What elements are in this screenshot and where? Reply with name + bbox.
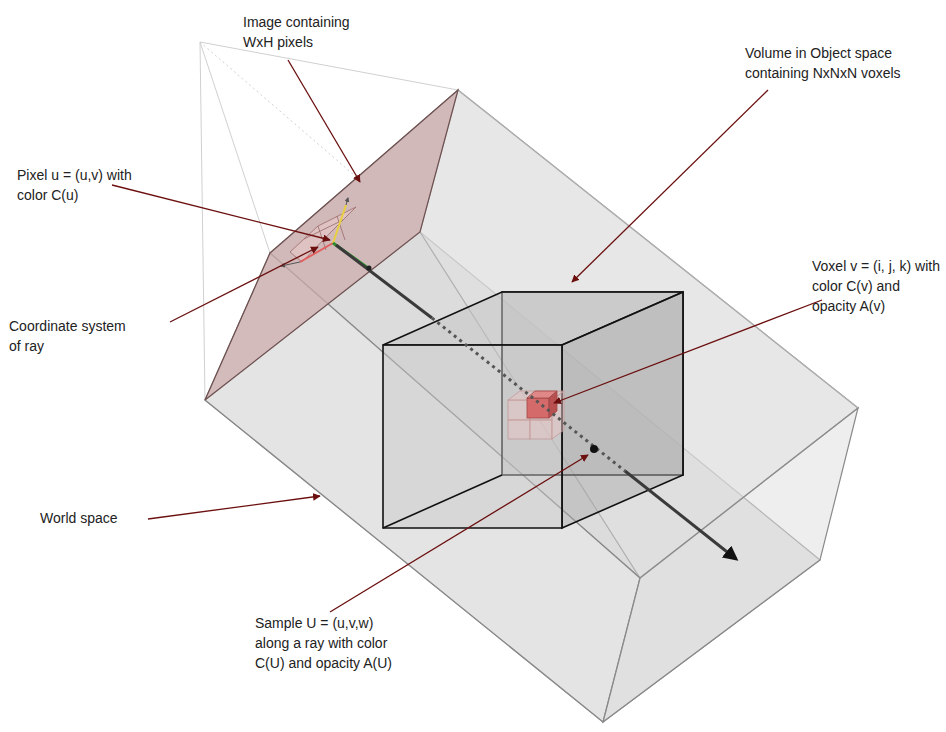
callout-label: Image containing WxH pixels xyxy=(243,12,373,52)
callout-label: Pixel u = (u,v) with color C(u) xyxy=(17,165,137,205)
sample-point xyxy=(590,445,598,453)
ray-coordinate-system xyxy=(281,198,368,268)
ray xyxy=(336,245,736,559)
world-space-box xyxy=(205,90,858,722)
volume-cube xyxy=(383,292,683,528)
callout-label: Voxel v = (i, j, k) with color C(v) and … xyxy=(812,256,940,316)
leader-lines xyxy=(112,60,822,612)
callout-label: Volume in Object space containing NxNxN … xyxy=(745,43,925,83)
callout-label: Coordinate system of ray xyxy=(9,316,137,356)
voxel-grid xyxy=(508,391,564,439)
callout-label: Sample U = (u,v,w) along a ray with colo… xyxy=(255,613,395,673)
callout-label: World space xyxy=(40,508,150,528)
